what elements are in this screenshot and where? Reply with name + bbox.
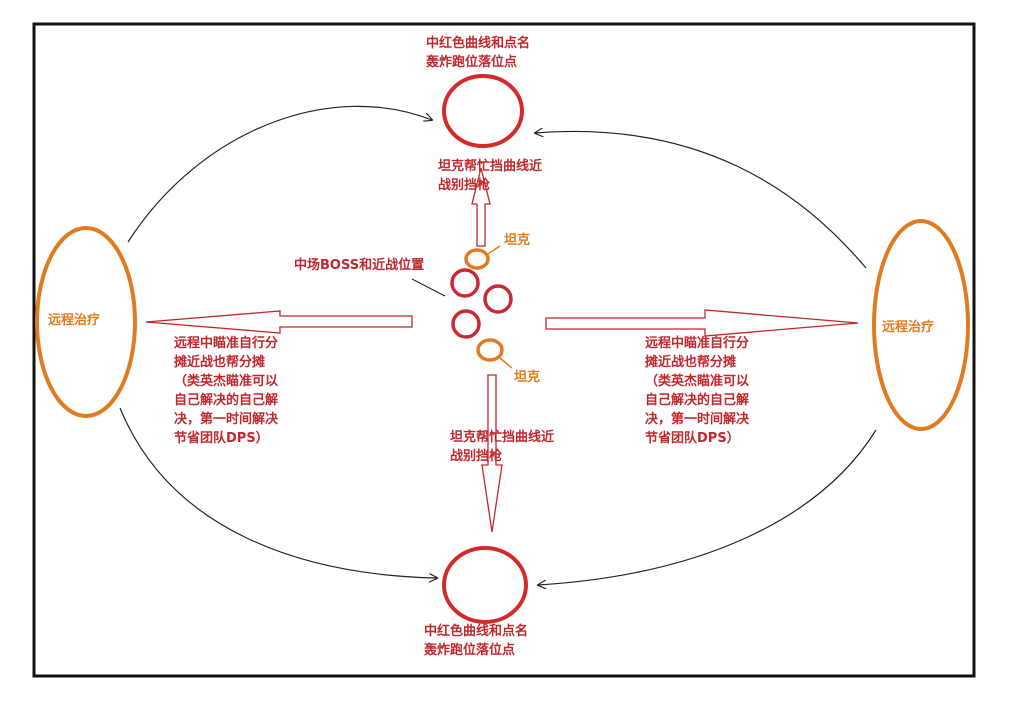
boss-melee-label: 中场BOSS和近战位置	[294, 258, 425, 273]
hollow-arrow-down	[481, 374, 503, 533]
curve-left-to-bottom	[119, 407, 437, 578]
melee-marker-2	[483, 284, 513, 314]
top-landing-circle	[442, 74, 524, 148]
tank-marker-top	[464, 248, 490, 270]
tank-bottom-label: 坦克	[514, 370, 541, 385]
right-group-label: 远程治疗	[882, 320, 935, 335]
melee-marker-1	[450, 268, 480, 298]
tank-note-bottom-label: 坦克帮忙挡曲线近 战别挡枪	[450, 430, 555, 464]
left-group-label: 远程治疗	[48, 313, 101, 328]
curve-right-to-bottom	[538, 429, 877, 585]
bottom-landing-circle	[442, 546, 528, 624]
hollow-arrow-left	[145, 310, 413, 334]
curve-left-to-top	[127, 105, 432, 243]
right-ranged-heal-ellipse	[872, 219, 970, 431]
melee-marker-3	[451, 309, 481, 339]
right-ranged-note: 远程中瞄准自行分 摊近战也帮分摊 （类英杰瞄准可以 自己解决的自己解 决，第一时…	[645, 336, 750, 446]
hollow-arrow-up	[471, 167, 491, 247]
tank-top-pointer	[487, 245, 501, 255]
left-ranged-heal-ellipse	[35, 226, 137, 418]
curve-right-to-top	[535, 131, 867, 269]
hollow-arrow-right	[545, 309, 859, 337]
tank-top-label: 坦克	[504, 233, 531, 248]
boss-pointer-line	[411, 278, 446, 297]
left-ranged-note: 远程中瞄准自行分 摊近战也帮分摊 （类英杰瞄准可以 自己解决的自己解 决，第一时…	[174, 336, 279, 446]
tank-note-top-label: 坦克帮忙挡曲线近 战别挡枪	[438, 159, 543, 193]
outer-border	[32, 22, 976, 678]
tank-bottom-pointer	[499, 357, 513, 369]
top-target-label: 中红色曲线和点名 轰炸跑位落位点	[426, 36, 531, 70]
bottom-target-label: 中红色曲线和点名 轰炸跑位落位点	[424, 624, 529, 658]
tank-marker-bottom	[476, 338, 504, 362]
